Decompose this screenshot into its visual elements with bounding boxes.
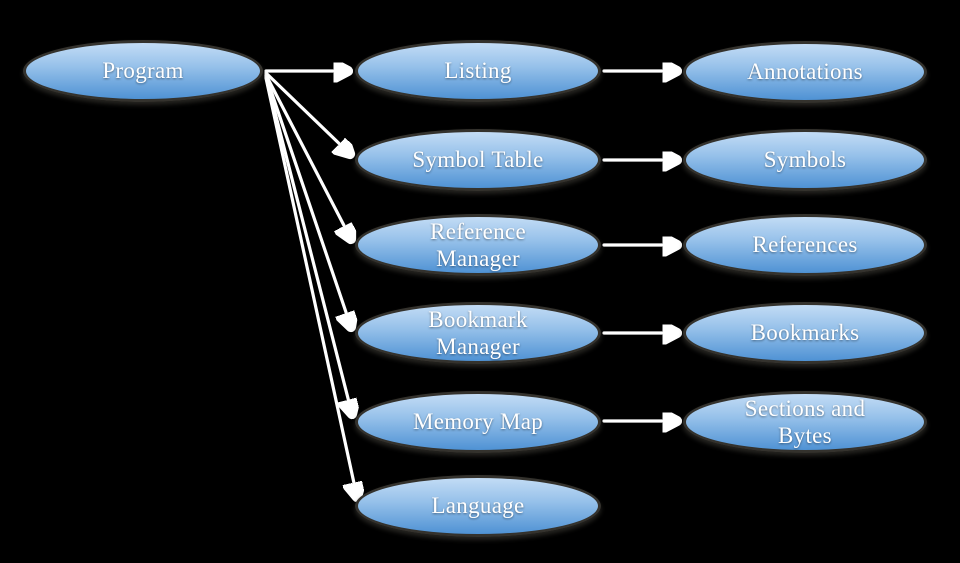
node-bookmark-manager-label: Bookmark Manager [428,306,528,359]
edge-program-memory-map [264,75,352,414]
node-annotations-label: Annotations [747,59,863,85]
node-listing-label: Listing [444,58,512,84]
node-language: Language [355,475,601,537]
node-bookmarks-label: Bookmarks [750,320,860,346]
node-reference-manager: Reference Manager [355,214,601,276]
edge-program-language [264,76,357,497]
node-symbols-label: Symbols [763,147,847,173]
node-references-label: References [752,232,858,258]
edge-program-bookmark-manager [264,74,351,327]
node-memory-map-label: Memory Map [412,409,544,435]
node-program: Program [23,40,263,102]
node-memory-map: Memory Map [355,391,601,453]
node-sections-and-bytes-label: Sections and Bytes [744,395,866,448]
node-bookmarks: Bookmarks [683,302,927,364]
node-bookmark-manager: Bookmark Manager [355,302,601,364]
node-symbol-table: Symbol Table [355,129,601,191]
node-symbols: Symbols [683,129,927,191]
node-annotations: Annotations [683,41,927,103]
node-symbol-table-label: Symbol Table [412,147,544,173]
node-reference-manager-label: Reference Manager [430,218,526,271]
edge-program-symbol-table [264,71,350,154]
node-program-label: Program [102,58,184,84]
node-references: References [683,214,927,276]
node-sections-and-bytes: Sections and Bytes [683,391,927,453]
edge-program-reference-manager [264,73,351,239]
node-listing: Listing [355,40,601,102]
node-language-label: Language [431,493,525,519]
